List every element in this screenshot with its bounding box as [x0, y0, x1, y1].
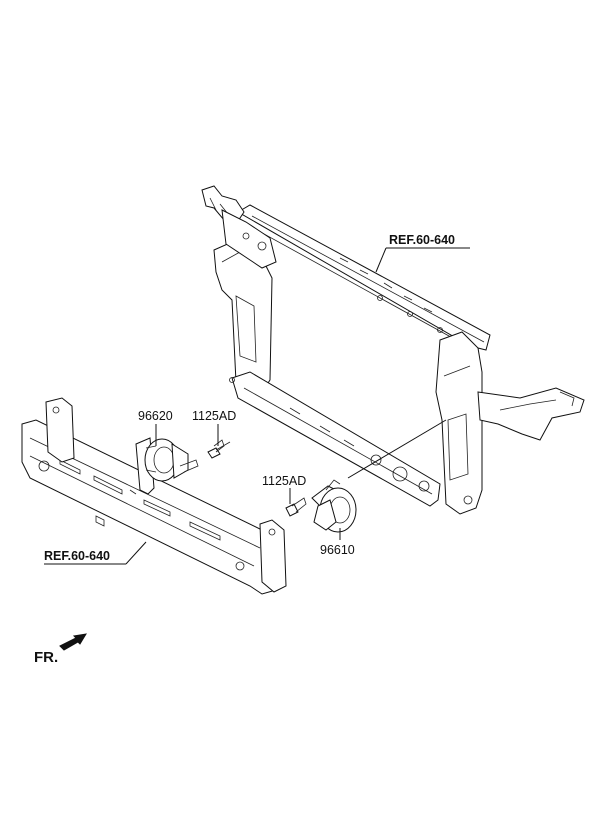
- front-label: FR.: [34, 649, 58, 666]
- part-label-96620: 96620: [138, 409, 173, 423]
- part-label-1125ad-upper: 1125AD: [192, 409, 236, 423]
- part-label-1125ad-lower: 1125AD: [262, 474, 306, 488]
- radiator-support-frame: [201, 185, 585, 515]
- horn-96610: [311, 479, 357, 533]
- bolt-1125ad-upper: [207, 439, 231, 459]
- bumper-beam: [21, 397, 287, 595]
- horn-96620: [135, 437, 199, 495]
- leader-lines: [44, 247, 470, 565]
- ref-label-top: REF.60-640: [389, 233, 455, 247]
- ref-label-left: REF.60-640: [44, 549, 110, 563]
- front-direction-arrow: [59, 633, 87, 651]
- part-label-96610: 96610: [320, 543, 355, 557]
- bolt-1125ad-lower: [285, 497, 307, 517]
